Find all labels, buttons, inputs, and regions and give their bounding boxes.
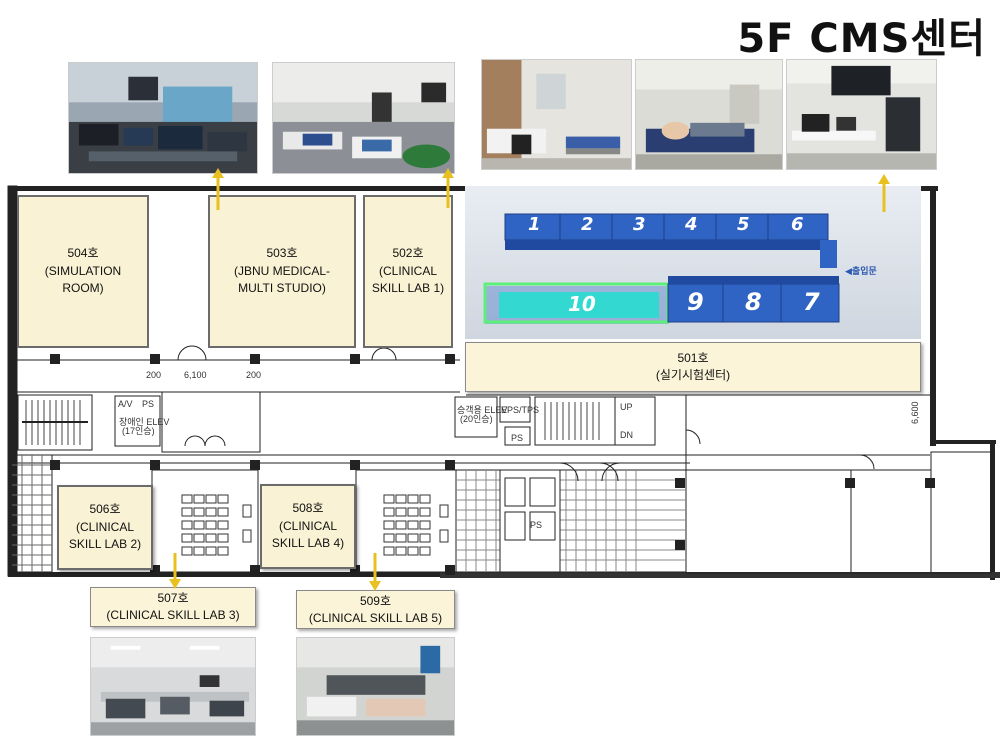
- room-503[interactable]: 503호 (JBNU MEDICAL- MULTI STUDIO): [208, 195, 356, 348]
- entrance-label: ◀출입문: [845, 267, 877, 277]
- room-508[interactable]: 508호 (CLINICAL SKILL LAB 4): [260, 484, 356, 569]
- plan-dn: DN: [620, 430, 633, 440]
- room-507[interactable]: 507호 (CLINICAL SKILL LAB 3): [90, 587, 256, 627]
- plan-elev-left-line1: 장애인 ELEV: [119, 417, 169, 427]
- photo-501-c: [786, 59, 937, 170]
- room-504[interactable]: 504호 (SIMULATION ROOM): [17, 195, 149, 348]
- arrow-up-501-icon: [878, 174, 890, 212]
- dim-200-left: 200: [146, 370, 161, 380]
- plan-elev-right-line1: 승객용 ELEV: [457, 405, 507, 415]
- plan-ps: PS: [142, 399, 154, 409]
- station-label-3: 3: [633, 214, 646, 235]
- station-label-2: 2: [581, 214, 594, 235]
- station-label-4: 4: [685, 214, 698, 235]
- station-label-6: 6: [791, 214, 804, 235]
- station-label-9: 9: [687, 288, 704, 316]
- station-label-8: 8: [745, 288, 762, 316]
- plan-elev-left-line2: (17인승): [122, 426, 155, 436]
- plan-ps3: PS: [530, 520, 542, 530]
- photo-503: [272, 62, 455, 174]
- plan-eps: EPS/TPS: [501, 405, 539, 415]
- photo-509: [296, 637, 455, 736]
- station-label-7: 7: [803, 288, 820, 316]
- station-label-1: 1: [528, 214, 541, 235]
- photo-504: [68, 62, 258, 174]
- arrow-up-502-icon: [442, 168, 454, 208]
- station-label-5: 5: [737, 214, 750, 235]
- room-502[interactable]: 502호 (CLINICAL SKILL LAB 1): [363, 195, 453, 348]
- dim-6600: 6,600: [910, 401, 920, 424]
- arrow-down-507-icon: [169, 553, 181, 589]
- photo-501-b: [635, 59, 783, 170]
- room-509[interactable]: 509호 (CLINICAL SKILL LAB 5): [296, 590, 455, 629]
- plan-ps2: PS: [511, 433, 523, 443]
- station-panel: 1 2 3 4 5 6 10 9 8 7 ◀출입문: [465, 186, 921, 339]
- dim-200-right: 200: [246, 370, 261, 380]
- plan-elev-right-line2: (20인승): [460, 414, 493, 424]
- arrow-up-503-icon: [212, 168, 224, 210]
- dim-6100: 6,100: [184, 370, 207, 380]
- page-title: 5F CMS센터: [737, 16, 986, 62]
- plan-elev-right: 승객용 ELEV(20인승): [457, 405, 507, 424]
- room-501[interactable]: 501호 (실기시험센터): [465, 342, 921, 392]
- photo-507: [90, 637, 256, 736]
- room-506[interactable]: 506호 (CLINICAL SKILL LAB 2): [57, 485, 153, 570]
- plan-up: UP: [620, 402, 633, 412]
- plan-elev-left: 장애인 ELEV(17인승): [119, 417, 169, 436]
- plan-av: A/V: [118, 399, 133, 409]
- station-label-10: 10: [568, 292, 596, 316]
- photo-501-a: [481, 59, 632, 170]
- arrow-down-509-icon: [369, 553, 381, 591]
